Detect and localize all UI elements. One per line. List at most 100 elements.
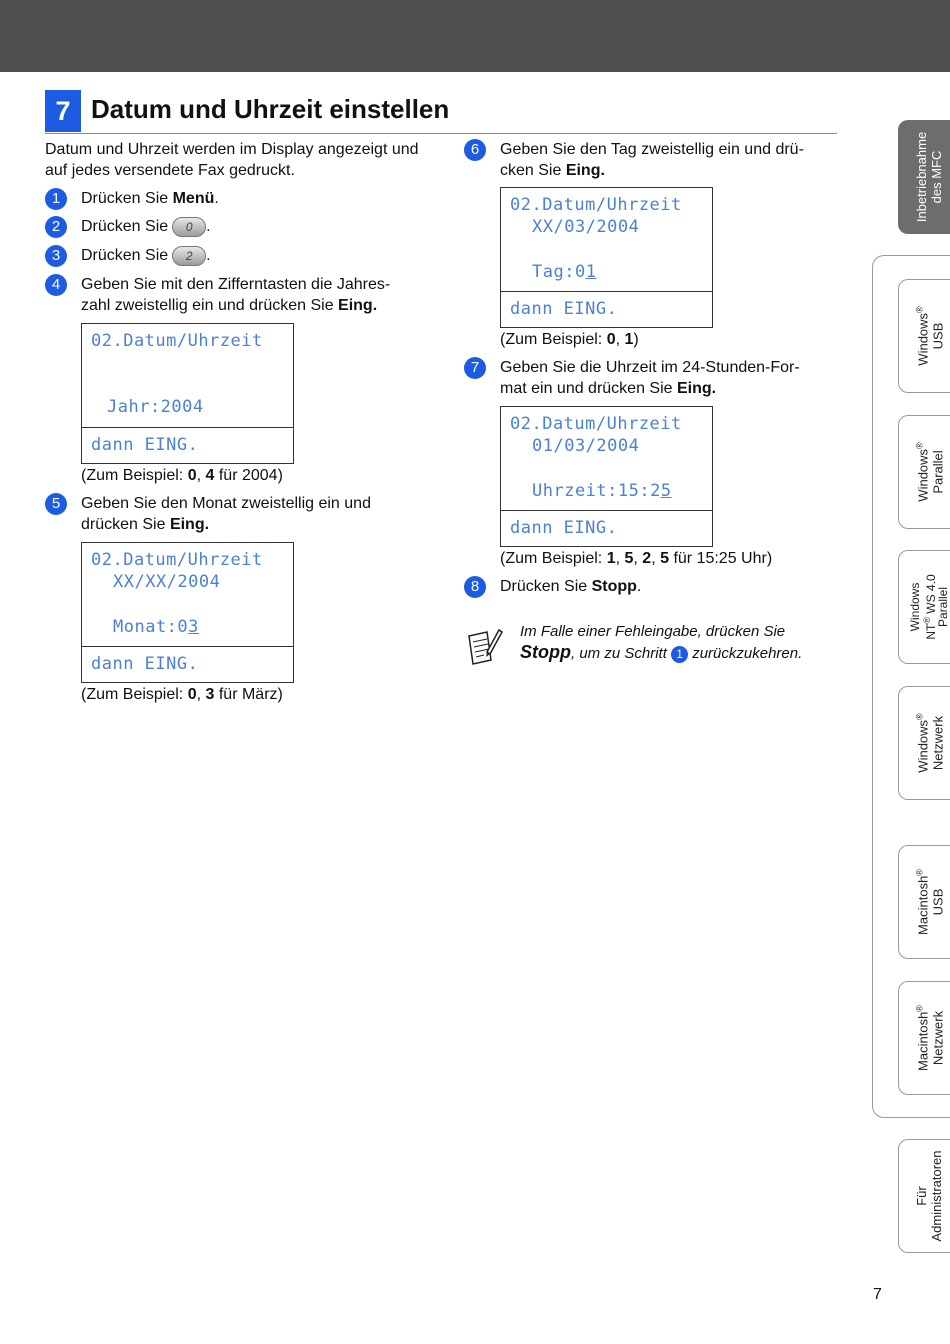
tab-text: Windows [915,312,931,366]
lcd-line: 02.Datum/Uhrzeit [510,414,682,434]
example-year: (Zum Beispiel: 0, 4 für 2004) [81,467,283,484]
example-digit: 1 [606,550,616,567]
step-number: 7 [464,357,486,379]
step-6: 6 Geben Sie den Tag zweistellig ein und … [464,139,854,183]
tab-text: USB [930,888,946,916]
lcd-text: Uhrzeit:15:2 [532,481,661,501]
example-digit: 0 [187,467,197,484]
key-2-icon: 2 [172,245,207,266]
side-tab-mac-usb[interactable]: Macintosh®USB [898,845,950,959]
example-digit: 5 [660,550,669,567]
example-digit: 1 [624,331,634,348]
step-text-post: . [206,247,211,264]
step-text-line2: mat ein und drücken Sie [500,380,677,397]
step-number: 3 [45,245,67,267]
step-7: 7 Geben Sie die Uhrzeit im 24-Stunden-Fo… [464,357,854,401]
side-tab-label: Windows®Netzwerk [913,713,946,773]
step-number: 8 [464,576,486,598]
tab-text: Netzwerk [930,715,946,771]
side-tab-label: Windows®USB [913,306,946,366]
tab-text: Inbetriebnahme [913,131,929,223]
step-text: Geben Sie die Uhrzeit im 24-Stunden-For-… [500,357,845,399]
lcd-line: dann EING. [91,435,199,455]
step-1: 1 Drücken Sie Menü. [45,188,425,210]
page-number: 7 [873,1286,882,1303]
eing-key-label: Eing. [677,380,717,397]
lcd-line: 01/03/2004 [532,436,640,456]
step-text-pre: Drücken Sie [81,190,173,207]
side-tab-mac-network[interactable]: Macintosh®Netzwerk [898,981,950,1095]
note-pencil-icon [468,628,503,665]
lcd-divider [82,646,293,647]
example-digit: 3 [205,686,215,703]
step-text: Drücken Sie Stopp. [500,576,641,597]
tab-text: Parallel [935,586,950,628]
step-number: 4 [45,274,67,296]
step-text-pre: Drücken Sie [81,247,169,264]
lcd-display-year: 02.Datum/Uhrzeit Jahr:2004 dann EING. [81,323,294,464]
example-month: (Zum Beispiel: 0, 3 für März) [81,686,283,703]
lcd-display-day: 02.Datum/Uhrzeit XX/03/2004 Tag:01 dann … [500,187,713,328]
note-stopp-label: Stopp [520,642,571,662]
lcd-text: Tag:0 [532,262,586,282]
lcd-line: XX/03/2004 [532,217,640,237]
lcd-line: 02.Datum/Uhrzeit [91,550,263,570]
lcd-cursor-digit: 5 [660,481,672,501]
lcd-line: dann EING. [510,299,618,319]
note-mid: , um zu Schritt [571,645,672,662]
note-end: zurückzukehren. [688,645,803,662]
top-header-bar [0,0,950,72]
side-tab-windows-network[interactable]: Windows®Netzwerk [898,686,950,800]
eing-key-label: Eing. [338,297,378,314]
tab-text: Parallel [930,450,946,494]
example-text: für 15:25 Uhr) [669,550,773,567]
eing-key-label: Eing. [565,162,605,179]
step-text-pre: Drücken Sie [81,218,169,235]
tab-text: Administratoren [928,1150,944,1242]
step-text-post: . [636,578,642,595]
side-tab-label: Windows®Parallel [913,442,946,502]
tab-text: Windows [907,582,922,632]
lcd-line: 02.Datum/Uhrzeit [510,195,682,215]
step-text: Geben Sie mit den Zifferntasten die Jahr… [81,274,441,316]
tab-text: des MFC [928,150,944,204]
section-heading: 7 Datum und Uhrzeit einstellen [45,90,837,134]
lcd-text: Monat:0 [113,617,189,637]
intro-paragraph: Datum und Uhrzeit werden im Display ange… [45,141,419,179]
stopp-key-label: Stopp [591,578,637,595]
step-text-post: . [214,190,219,207]
example-digit: 0 [606,331,616,348]
lcd-line: Jahr:2004 [107,397,204,417]
lcd-cursor-digit: 3 [188,617,199,637]
example-time: (Zum Beispiel: 1, 5, 2, 5 für 15:25 Uhr) [500,550,773,567]
example-text: für 2004) [214,467,283,484]
lcd-divider [501,510,712,511]
example-text: (Zum Beispiel: [500,331,607,348]
tab-text: Macintosh [915,875,931,935]
lcd-display-time: 02.Datum/Uhrzeit 01/03/2004 Uhrzeit:15:2… [500,406,713,547]
step-text-line2: drücken Sie [81,516,170,533]
tab-text: Windows [915,719,931,773]
step-text-line1: Geben Sie mit den Zifferntasten die Jahr… [81,276,391,293]
example-text: ) [633,331,639,348]
section-number: 7 [45,90,81,132]
step-text: Drücken Sie Menü. [81,188,219,209]
lcd-divider [82,427,293,428]
step-number: 5 [45,493,67,515]
step-number: 6 [464,139,486,161]
example-digit: 2 [642,550,652,567]
tab-text: Macintosh [915,1011,931,1071]
step-text-line2: zahl zweistellig ein und drücken Sie [81,297,339,314]
side-tab-windows-usb[interactable]: Windows®USB [898,279,950,393]
side-tab-windows-parallel[interactable]: Windows®Parallel [898,415,950,529]
